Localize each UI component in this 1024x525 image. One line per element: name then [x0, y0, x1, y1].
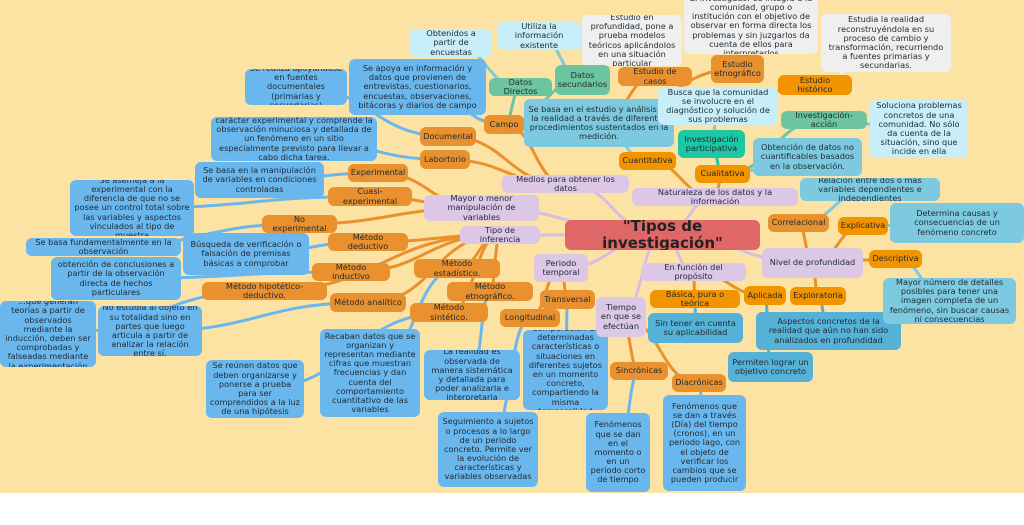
- node-datos-secundarios[interactable]: Datos secundarios: [555, 65, 610, 95]
- node-metodo-etnografico[interactable]: Método etnográfico.: [447, 282, 533, 301]
- node-aspectos[interactable]: Aspectos concretos de la realidad que aú…: [756, 312, 901, 350]
- node-metodo-analitico[interactable]: Método analítico: [330, 293, 406, 312]
- node-transversal[interactable]: Transversal: [540, 290, 595, 309]
- mind-map-canvas: Obtenidos a partir de encuestas Utiliza …: [0, 0, 1024, 493]
- node-se-basa-manipulacion[interactable]: Se basa en la manipulación de variables …: [195, 162, 324, 198]
- node-relacion[interactable]: Relación entre dos o más variables depen…: [800, 178, 940, 201]
- node-campo[interactable]: Campo: [484, 115, 524, 134]
- node-se-apoya[interactable]: Se apoya en información y datos que prov…: [349, 59, 486, 115]
- node-metodo-deductivo[interactable]: Método deductivo: [328, 233, 408, 251]
- node-metodo-estadistico[interactable]: Método estadístico.: [414, 259, 500, 278]
- node-metodo-sintetico[interactable]: Método sintético.: [410, 303, 488, 322]
- node-estudia-realidad[interactable]: Estudia la realidad reconstruyéndola en …: [821, 14, 951, 72]
- node-exploratoria[interactable]: Exploratoria: [790, 287, 846, 305]
- node-longitudinal[interactable]: Longitudinal: [500, 309, 560, 327]
- node-cualitativa[interactable]: Cualitativa: [695, 165, 750, 183]
- node-documental[interactable]: Documental: [420, 127, 476, 146]
- node-investigador[interactable]: El investigador se integra a la comunida…: [684, 0, 818, 54]
- node-comparacion[interactable]: Comparación de determinadas característi…: [523, 330, 608, 410]
- node-metodo-inductivo[interactable]: Método inductivo: [312, 263, 390, 281]
- node-descriptiva[interactable]: Descriptiva: [869, 250, 922, 268]
- node-tiempo-efectuan[interactable]: Tiempo en que se efectúan: [596, 297, 646, 337]
- node-no-experimental[interactable]: No experimental: [262, 215, 337, 233]
- node-metodo-hipotetico-deductivo[interactable]: Método hipotético-deductivo.: [202, 282, 327, 300]
- node-estudio-historico[interactable]: Estudio histórico: [778, 75, 852, 95]
- node-cuasi-experimental[interactable]: Cuasi-experimental: [328, 187, 412, 206]
- node-se-asemeja[interactable]: Se asemeja a la experimental con la dife…: [70, 180, 194, 236]
- node-fenomenos-momento[interactable]: Fenómenos que se dan en el momento o en …: [586, 413, 650, 492]
- node-funcion-proposito[interactable]: En función del propósito: [641, 263, 746, 281]
- node-sin-tener[interactable]: Sin tener en cuenta su aplicabilidad: [648, 313, 743, 343]
- node-mayor-menor[interactable]: Mayor o menor manipulación de variables: [424, 195, 539, 221]
- node-realidad-observada[interactable]: La realidad es observada de manera siste…: [424, 350, 520, 400]
- node-aplicada[interactable]: Aplicada: [744, 286, 786, 305]
- node-estudio-profundidad[interactable]: Estudio en profundidad, pone a prueba mo…: [582, 15, 682, 66]
- node-obtenidos[interactable]: Obtenidos a partir de encuestas: [410, 29, 492, 57]
- node-recaban[interactable]: Recaban datos que se organizan y represe…: [320, 329, 420, 417]
- node-obtencion-conclusiones[interactable]: obtención de conclusiones a partir de la…: [51, 257, 181, 300]
- node-experimental[interactable]: Experimental: [348, 164, 408, 182]
- node-se-basa-estudio[interactable]: Se basa en el estudio y análisis de la r…: [524, 99, 674, 147]
- node-explicativa[interactable]: Explicativa: [838, 217, 888, 235]
- node-labortorio[interactable]: Labortorio: [420, 150, 470, 169]
- node-periodo-temporal[interactable]: Periodo temporal: [534, 254, 588, 282]
- node-tipo-inferencia[interactable]: Tipo de inferencia: [460, 226, 540, 244]
- node-generan-teorias[interactable]: ...que generan teorías a partir de obser…: [0, 301, 96, 367]
- node-se-basa-observacion[interactable]: Se basa fundamentalmente en la observaci…: [26, 238, 181, 256]
- node-utiliza[interactable]: Utiliza la información existente: [497, 22, 581, 50]
- root-node[interactable]: "Tipos de investigación": [565, 220, 760, 250]
- node-determina[interactable]: Determina causas y consecuencias de un f…: [890, 203, 1024, 243]
- node-medios[interactable]: Medios para obtener los datos: [502, 175, 629, 193]
- node-cuantitativa[interactable]: Cuantitativa: [619, 152, 676, 170]
- node-nivel-profundidad[interactable]: Nivel de profundidad: [762, 248, 863, 278]
- node-investigacion-accion[interactable]: Investigación-acción: [781, 111, 867, 129]
- node-correlacional[interactable]: Correlacional: [768, 214, 829, 232]
- node-permiten[interactable]: Permiten lograr un objetivo concreto: [728, 352, 813, 382]
- node-estudio-casos[interactable]: Estudio de casos: [618, 67, 692, 86]
- node-caracter-experimental[interactable]: carácter experimental y comprende la obs…: [211, 117, 377, 161]
- node-obtencion-datos[interactable]: Obtención de datos no cuantificables bas…: [753, 138, 862, 176]
- node-estudio-etnografico[interactable]: Estudio etnográfico: [711, 55, 764, 83]
- node-datos-directos[interactable]: Datos Directos: [489, 78, 552, 96]
- node-no-estudia[interactable]: No estudia al objeto en su totalidad sin…: [98, 306, 202, 356]
- node-mayor-numero[interactable]: Mayor número de detalles posibles para t…: [883, 278, 1016, 324]
- node-busqueda[interactable]: Búsqueda de verificación o falsación de …: [183, 233, 309, 275]
- node-basica[interactable]: Básica, pura o teórica: [650, 290, 740, 308]
- node-seguimiento[interactable]: Seguimiento a sujetos o procesos a lo la…: [438, 412, 538, 487]
- node-se-reunen[interactable]: Se reúnen datos que deben organizarse y …: [206, 360, 304, 418]
- node-se-realiza[interactable]: Se realiza apoyándose en fuentes documen…: [245, 69, 347, 105]
- node-investigacion-participativa[interactable]: Investigación participativa: [678, 130, 745, 158]
- node-naturaleza[interactable]: Naturaleza de los datos y la información: [632, 188, 798, 206]
- node-fenomenos-traves[interactable]: Fenómenos que se dan a través (Día) del …: [663, 395, 746, 491]
- node-busca-comunidad[interactable]: Busca que la comunidad se involucre en e…: [658, 87, 778, 125]
- node-sincronicas[interactable]: Sincrónicas: [610, 362, 668, 380]
- node-soluciona[interactable]: Soluciona problemas concretos de una com…: [870, 100, 968, 158]
- node-diacronicas[interactable]: Diacrónicas: [672, 374, 726, 392]
